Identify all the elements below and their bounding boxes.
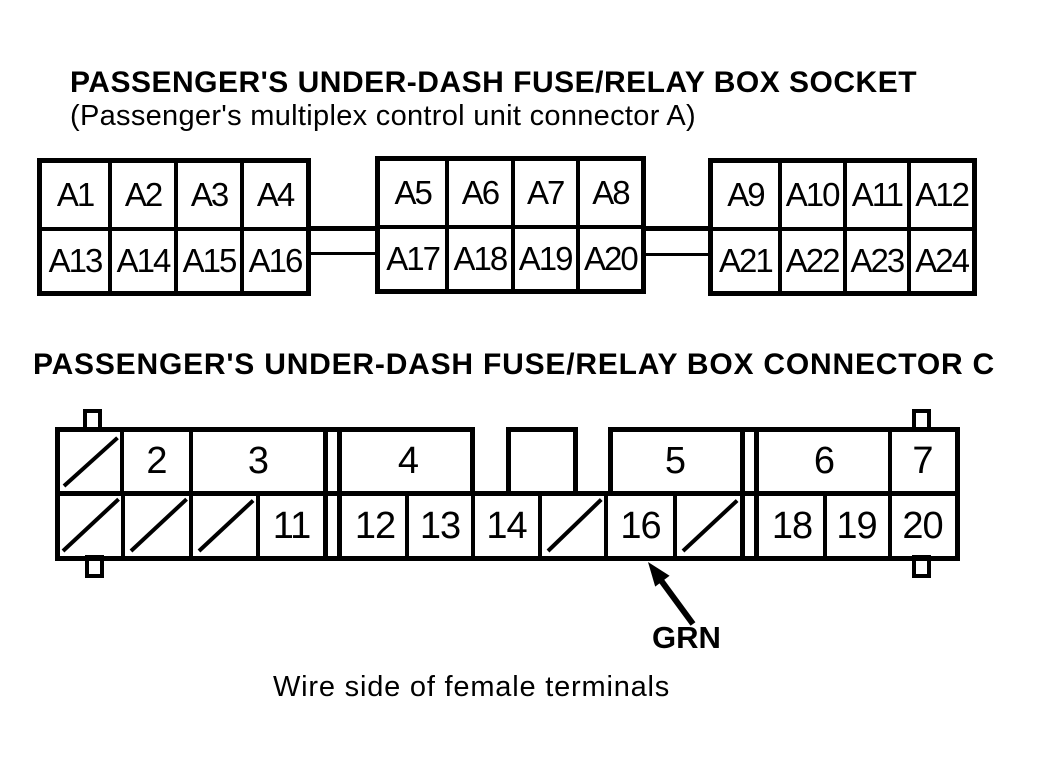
socket-pin-cell: A5 <box>394 174 432 211</box>
cell-divider <box>405 496 409 556</box>
wire-side-caption: Wire side of female terminals <box>273 671 671 703</box>
cell-divider <box>189 432 193 492</box>
connector-c-terminal-label: 18 <box>771 504 813 547</box>
socket-pin-cell: A1 <box>56 176 95 213</box>
socket-pin-cell: A8 <box>575 161 641 225</box>
cell-divider <box>189 496 193 556</box>
connector-c-terminal-label: 19 <box>836 504 877 547</box>
cell-divider <box>673 496 677 556</box>
connector-c-terminal-label: 14 <box>486 504 527 547</box>
cell-divider <box>888 496 892 556</box>
socket-pin-cell: A4 <box>240 163 306 227</box>
double-rib-divider <box>337 427 342 561</box>
cell-divider <box>888 432 892 492</box>
socket-a-title: PASSENGER'S UNDER-DASH FUSE/RELAY BOX SO… <box>70 66 918 99</box>
connector-c-title: PASSENGER'S UNDER-DASH FUSE/RELAY BOX CO… <box>33 348 996 381</box>
connector-c-terminal-label: 20 <box>902 504 943 547</box>
socket-pin-cell: A23 <box>842 227 908 291</box>
socket-pin-cell: A10 <box>777 163 843 227</box>
cell-divider <box>121 496 125 556</box>
connector-c-terminal-label: 6 <box>813 440 835 482</box>
wire-color-label: GRN <box>652 620 721 655</box>
connector-c-terminal-label: 11 <box>272 504 311 547</box>
socket-pin-cell: A6 <box>445 161 510 225</box>
connector-c-terminal-label: 4 <box>397 440 419 482</box>
cell-divider <box>471 496 475 556</box>
double-rib-divider <box>740 427 745 561</box>
socket-a-block-3: A9 A10 A11 A12 A21 A22 A23 A24 <box>708 158 977 296</box>
grn-wire-arrow <box>648 562 696 626</box>
socket-pin-cell: A2 <box>108 163 174 227</box>
socket-pin-cell: A20 <box>575 225 641 289</box>
socket-pin-cell: A22 <box>777 227 843 291</box>
cell-divider <box>538 496 542 556</box>
double-rib-divider <box>323 427 328 561</box>
cell-divider <box>256 496 260 556</box>
socket-pin-cell: A14 <box>108 227 174 291</box>
socket-pin-cell: A19 <box>510 225 576 289</box>
socket-pin-cell: A21 <box>713 227 778 291</box>
block-bridge-line <box>643 253 712 256</box>
cell-divider <box>604 496 608 556</box>
socket-pin-cell: A24 <box>907 227 972 291</box>
connector-c-terminal-label: 2 <box>146 440 167 482</box>
connector-c-terminal-label: 7 <box>912 440 933 482</box>
socket-pin-cell: A13 <box>42 227 108 291</box>
connector-c-terminal-label: 12 <box>354 504 396 547</box>
socket-pin-cell: A3 <box>174 163 240 227</box>
cell-divider <box>823 496 827 556</box>
block-bridge-line <box>643 226 712 231</box>
socket-pin-cell: A9 <box>727 176 765 213</box>
block-bridge-line <box>308 226 378 231</box>
cell-divider <box>120 432 124 492</box>
socket-pin-cell: A16 <box>240 227 306 291</box>
double-rib-divider <box>754 427 759 561</box>
connector-c-top-left-outline <box>55 427 475 496</box>
socket-pin-cell: A18 <box>445 225 511 289</box>
socket-pin-cell: A11 <box>842 163 908 227</box>
socket-a-block-1: A1 A2 A3 A4 A13 A14 A15 A16 <box>37 158 311 296</box>
connector-c-terminal-label: 5 <box>664 440 686 482</box>
connector-c-terminal-label: 3 <box>247 440 269 482</box>
socket-a-subtitle: (Passenger's multiplex control unit conn… <box>70 100 697 132</box>
connector-c-terminal-label: 16 <box>620 504 661 547</box>
socket-pin-cell: A15 <box>174 227 240 291</box>
block-bridge-line <box>311 252 375 255</box>
socket-pin-cell: A17 <box>380 225 446 289</box>
connector-c-terminal-label: 13 <box>419 504 461 547</box>
connector-c-unnumbered-cell <box>506 427 578 496</box>
socket-a-block-2: A5 A6 A7 A8 A17 A18 A19 A20 <box>375 156 646 294</box>
socket-pin-cell: A12 <box>907 163 972 227</box>
socket-pin-cell: A7 <box>510 161 576 225</box>
connector-c-top-right-outline <box>608 427 960 496</box>
